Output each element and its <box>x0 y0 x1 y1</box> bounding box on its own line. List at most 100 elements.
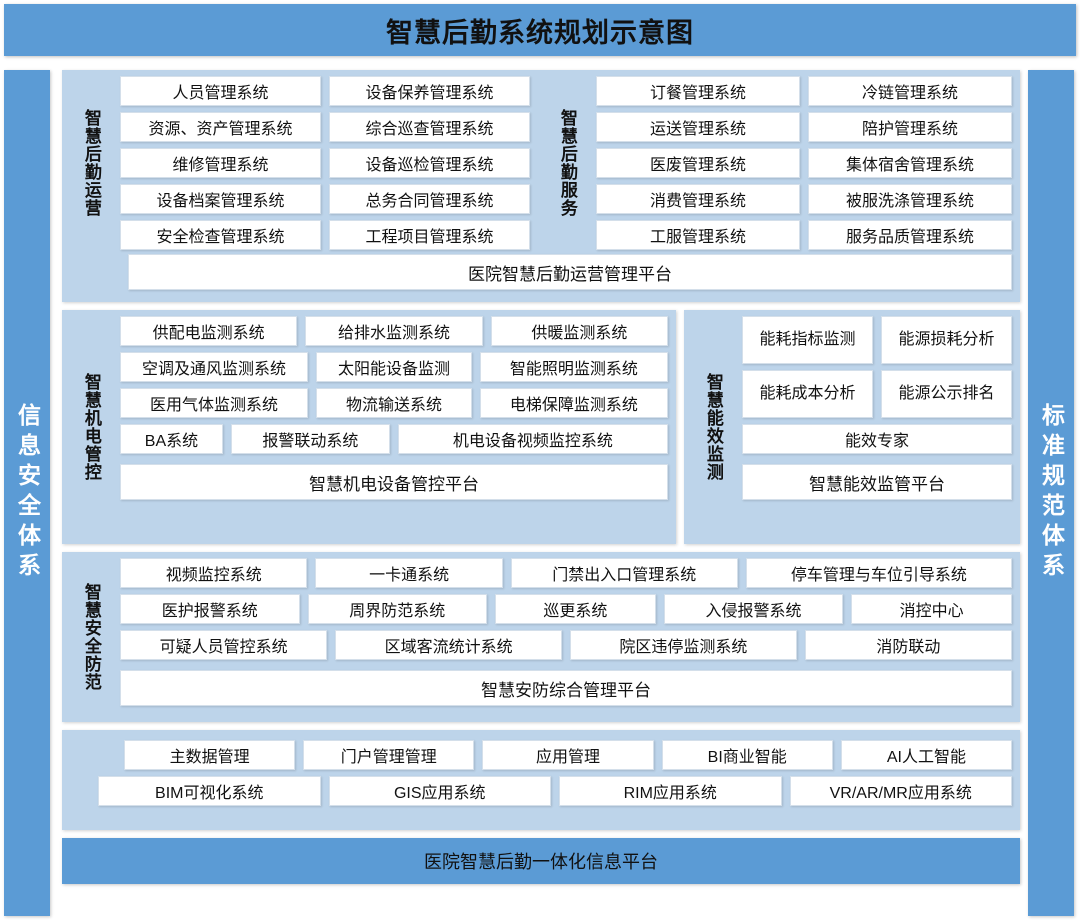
grid-technology: 主数据管理 门户管理管理 应用管理 BI商业智能 AI人工智能 BIM可视化系统… <box>62 740 1020 820</box>
system-box[interactable]: 门户管理管理 <box>303 740 475 770</box>
system-box[interactable]: 陪护管理系统 <box>808 112 1012 142</box>
system-box[interactable]: 空调及通风监测系统 <box>120 352 309 382</box>
system-box[interactable]: 报警联动系统 <box>230 424 390 454</box>
row: 维修管理系统 设备巡检管理系统 <box>120 148 530 178</box>
system-box[interactable]: 电梯保障监测系统 <box>479 388 668 418</box>
bottom-platform-bar[interactable]: 医院智慧后勤一体化信息平台 <box>62 838 1020 884</box>
row: 订餐管理系统 冷链管理系统 <box>596 76 1012 106</box>
row: 医废管理系统 集体宿舍管理系统 <box>596 148 1012 178</box>
platform-wrap-operations: 医院智慧后勤运营管理平台 <box>62 250 1020 290</box>
group-label-energy-efficiency: 智慧能效监测 <box>703 373 723 481</box>
row: 可疑人员管控系统 区域客流统计系统 院区违停监测系统 消防联动 <box>120 630 1012 660</box>
system-box[interactable]: 周界防范系统 <box>307 594 488 624</box>
system-box[interactable]: 被服洗涤管理系统 <box>808 184 1012 214</box>
grid-services: 订餐管理系统 冷链管理系统 运送管理系统 陪护管理系统 医废管理系统 集体宿舍管… <box>596 76 1020 250</box>
system-box[interactable]: 冷链管理系统 <box>808 76 1012 106</box>
system-box[interactable]: 工程项目管理系统 <box>329 220 530 250</box>
system-box[interactable]: 应用管理 <box>482 740 654 770</box>
system-box[interactable]: 给排水监测系统 <box>305 316 483 346</box>
system-box[interactable]: 工服管理系统 <box>596 220 800 250</box>
section-security-protection: 智慧安全防范 视频监控系统 一卡通系统 门禁出入口管理系统 停车管理与车位引导系… <box>62 552 1020 722</box>
system-box[interactable]: 维修管理系统 <box>120 148 321 178</box>
system-box[interactable]: 智能照明监测系统 <box>479 352 668 382</box>
system-box[interactable]: 设备保养管理系统 <box>329 76 530 106</box>
platform-energy-efficiency[interactable]: 智慧能效监管平台 <box>742 464 1012 500</box>
system-box[interactable]: 可疑人员管控系统 <box>120 630 328 660</box>
system-box[interactable]: BIM可视化系统 <box>98 776 321 806</box>
system-box[interactable]: 综合巡查管理系统 <box>329 112 530 142</box>
system-box[interactable]: 医护报警系统 <box>120 594 300 624</box>
system-box[interactable]: RIM应用系统 <box>559 776 782 806</box>
platform-electromechanical[interactable]: 智慧机电设备管控平台 <box>120 464 668 500</box>
system-box[interactable]: BI商业智能 <box>661 740 833 770</box>
system-box[interactable]: 主数据管理 <box>124 740 296 770</box>
row: 医护报警系统 周界防范系统 巡更系统 入侵报警系统 消控中心 <box>120 594 1012 624</box>
row: BIM可视化系统 GIS应用系统 RIM应用系统 VR/AR/MR应用系统 <box>70 776 1012 806</box>
platform-security-integrated[interactable]: 智慧安防综合管理平台 <box>120 670 1012 706</box>
row: 资源、资产管理系统 综合巡查管理系统 <box>120 112 530 142</box>
diagram-main-column: 智慧后勤运营 人员管理系统 设备保养管理系统 资源、资产管理系统 综合巡查管理系… <box>62 70 1020 916</box>
platform-hospital-logistics-operations[interactable]: 医院智慧后勤运营管理平台 <box>128 254 1012 290</box>
right-rail-label: 标准规范体系 <box>1038 403 1065 583</box>
system-box[interactable]: 订餐管理系统 <box>596 76 800 106</box>
left-rail-information-security: 信息安全体系 <box>4 70 50 916</box>
row: 空调及通风监测系统 太阳能设备监测 智能照明监测系统 <box>120 352 668 382</box>
system-box[interactable]: 设备巡检管理系统 <box>329 148 530 178</box>
system-box[interactable]: 能耗指标监测 <box>742 316 873 364</box>
system-box[interactable]: 院区违停监测系统 <box>570 630 797 660</box>
system-box[interactable]: 人员管理系统 <box>120 76 321 106</box>
system-box[interactable]: 区域客流统计系统 <box>335 630 562 660</box>
system-box[interactable]: 能源公示排名 <box>881 370 1012 418</box>
row: 能效专家 <box>742 424 1012 454</box>
system-box[interactable]: 消防联动 <box>804 630 1012 660</box>
system-box[interactable]: 供暖监测系统 <box>490 316 668 346</box>
diagram-title-bar: 智慧后勤系统规划示意图 <box>4 4 1076 56</box>
system-box[interactable]: 集体宿舍管理系统 <box>808 148 1012 178</box>
system-box[interactable]: 机电设备视频监控系统 <box>397 424 668 454</box>
system-box[interactable]: 能效专家 <box>742 424 1012 454</box>
system-box[interactable]: 服务品质管理系统 <box>808 220 1012 250</box>
group-label-electromechanical: 智慧机电管控 <box>81 373 101 481</box>
system-box[interactable]: 设备档案管理系统 <box>120 184 321 214</box>
grid-operations: 人员管理系统 设备保养管理系统 资源、资产管理系统 综合巡查管理系统 维修管理系… <box>120 76 538 250</box>
row: 视频监控系统 一卡通系统 门禁出入口管理系统 停车管理与车位引导系统 <box>120 558 1012 588</box>
system-box[interactable]: 物流输送系统 <box>316 388 472 418</box>
system-box[interactable]: 资源、资产管理系统 <box>120 112 321 142</box>
system-box[interactable]: 总务合同管理系统 <box>329 184 530 214</box>
system-box[interactable]: 能耗成本分析 <box>742 370 873 418</box>
system-box[interactable]: 视频监控系统 <box>120 558 308 588</box>
row: 设备档案管理系统 总务合同管理系统 <box>120 184 530 214</box>
system-box[interactable]: 能源损耗分析 <box>881 316 1012 364</box>
system-box[interactable]: 消费管理系统 <box>596 184 800 214</box>
system-box[interactable]: 门禁出入口管理系统 <box>510 558 738 588</box>
system-box[interactable]: 停车管理与车位引导系统 <box>745 558 1012 588</box>
system-box[interactable]: 医用气体监测系统 <box>120 388 309 418</box>
row: 主数据管理 门户管理管理 应用管理 BI商业智能 AI人工智能 <box>70 740 1013 770</box>
system-box[interactable]: 巡更系统 <box>495 594 656 624</box>
system-box[interactable]: 太阳能设备监测 <box>316 352 472 382</box>
left-rail-label: 信息安全体系 <box>14 403 41 583</box>
system-box[interactable]: VR/AR/MR应用系统 <box>789 776 1012 806</box>
row: 能耗指标监测 能源损耗分析 <box>742 316 1012 364</box>
system-box[interactable]: 医废管理系统 <box>596 148 800 178</box>
grid-electromechanical: 供配电监测系统 给排水监测系统 供暖监测系统 空调及通风监测系统 太阳能设备监测… <box>120 316 676 538</box>
system-box[interactable]: 运送管理系统 <box>596 112 800 142</box>
right-rail-standard-specification: 标准规范体系 <box>1028 70 1074 916</box>
row: 消费管理系统 被服洗涤管理系统 <box>596 184 1012 214</box>
section-operations: 智慧后勤运营 人员管理系统 设备保养管理系统 资源、资产管理系统 综合巡查管理系… <box>62 70 1020 302</box>
system-box[interactable]: 消控中心 <box>851 594 1012 624</box>
system-box[interactable]: AI人工智能 <box>840 740 1013 770</box>
row: 安全检查管理系统 工程项目管理系统 <box>120 220 530 250</box>
system-box[interactable]: 供配电监测系统 <box>120 316 298 346</box>
system-box[interactable]: 安全检查管理系统 <box>120 220 321 250</box>
section-electromechanical: 智慧机电管控 供配电监测系统 给排水监测系统 供暖监测系统 空调及通风监测系统 … <box>62 310 1020 544</box>
system-box[interactable]: 入侵报警系统 <box>663 594 844 624</box>
system-box[interactable]: 一卡通系统 <box>315 558 503 588</box>
system-box[interactable]: GIS应用系统 <box>328 776 551 806</box>
row: 工服管理系统 服务品质管理系统 <box>596 220 1012 250</box>
page-title: 智慧后勤系统规划示意图 <box>386 17 694 48</box>
grid-energy-efficiency: 能耗指标监测 能源损耗分析 能耗成本分析 能源公示排名 能效专家 智慧能效监管平… <box>742 316 1020 538</box>
system-box[interactable]: BA系统 <box>120 424 223 454</box>
row: BA系统 报警联动系统 机电设备视频监控系统 <box>120 424 668 454</box>
group-label-services: 智慧后勤服务 <box>557 109 577 217</box>
